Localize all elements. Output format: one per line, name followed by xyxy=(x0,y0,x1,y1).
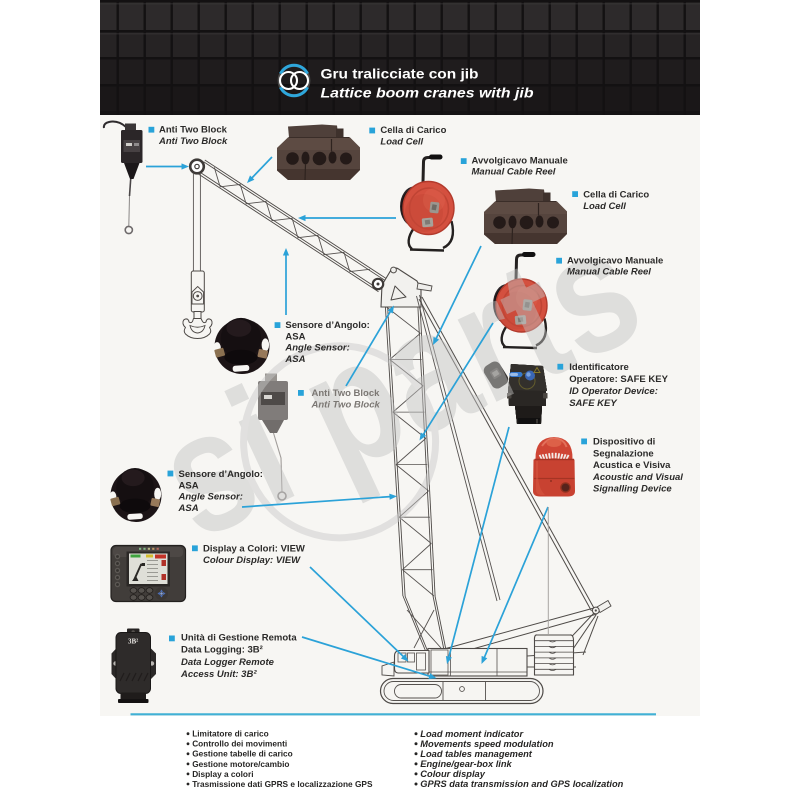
svg-text:Gru tralicciate con jib: Gru tralicciate con jib xyxy=(321,66,479,82)
svg-text:Colour display: Colour display xyxy=(420,769,485,779)
svg-text:SAFE KEY: SAFE KEY xyxy=(569,398,618,409)
svg-text:Anti Two Block: Anti Two Block xyxy=(312,388,381,399)
svg-text:Load moment indicator: Load moment indicator xyxy=(420,729,524,739)
svg-text:Display a Colori: VIEW: Display a Colori: VIEW xyxy=(203,544,305,555)
svg-text:Load Cell: Load Cell xyxy=(380,136,423,147)
svg-text:Anti Two Block: Anti Two Block xyxy=(158,136,228,147)
svg-text:Dispositivo di: Dispositivo di xyxy=(593,437,655,448)
svg-text:Lattice boom cranes with jib: Lattice boom cranes with jib xyxy=(321,85,534,101)
svg-text:Operatore: SAFE KEY: Operatore: SAFE KEY xyxy=(569,374,668,385)
svg-text:Trasmissione dati GPRS e local: Trasmissione dati GPRS e localizzazione … xyxy=(192,779,373,789)
svg-text:Angle Sensor:: Angle Sensor: xyxy=(284,343,349,354)
svg-text:Anti Two Block: Anti Two Block xyxy=(159,125,228,136)
svg-text:Acustica e Visiva: Acustica e Visiva xyxy=(593,460,671,471)
svg-text:GPRS data transmission and GPS: GPRS data transmission and GPS localizat… xyxy=(420,779,623,789)
svg-text:Avvolgicavo Manuale: Avvolgicavo Manuale xyxy=(567,255,663,266)
svg-text:Cella di Carico: Cella di Carico xyxy=(380,125,446,136)
svg-text:Data Logger Remote: Data Logger Remote xyxy=(181,657,275,668)
svg-text:Angle Sensor:: Angle Sensor: xyxy=(178,492,243,503)
svg-text:Display a colori: Display a colori xyxy=(192,769,253,779)
svg-text:Manual Cable Reel: Manual Cable Reel xyxy=(567,267,651,278)
svg-text:Gestione tabelle di carico: Gestione tabelle di carico xyxy=(192,749,293,759)
svg-text:Cella di Carico: Cella di Carico xyxy=(583,190,649,201)
svg-text:3B²: 3B² xyxy=(128,638,138,646)
svg-text:Engine/gear-box link: Engine/gear-box link xyxy=(420,759,512,769)
svg-text:Controllo dei movimenti: Controllo dei movimenti xyxy=(192,739,287,749)
svg-text:Anti Two Block: Anti Two Block xyxy=(311,399,381,410)
svg-text:Movements speed modulation: Movements speed modulation xyxy=(420,739,554,749)
svg-text:Avvolgicavo Manuale: Avvolgicavo Manuale xyxy=(472,155,568,166)
svg-text:Signalling Device: Signalling Device xyxy=(593,484,672,495)
svg-text:Limitatore di carico: Limitatore di carico xyxy=(192,729,269,739)
svg-text:ASA: ASA xyxy=(284,354,305,365)
svg-text:ASA: ASA xyxy=(285,331,305,342)
svg-text:Colour Display: VIEW: Colour Display: VIEW xyxy=(203,555,301,566)
svg-text:Load tables management: Load tables management xyxy=(420,749,532,759)
svg-text:Identificatore: Identificatore xyxy=(569,362,629,373)
svg-text:ASA: ASA xyxy=(179,480,199,491)
svg-text:Sensore d’Angolo:: Sensore d’Angolo: xyxy=(285,320,369,331)
svg-text:Unità di Gestione Remota: Unità di Gestione Remota xyxy=(181,633,297,644)
svg-text:Manual Cable Reel: Manual Cable Reel xyxy=(472,167,556,178)
svg-text:Gestione motore/cambio: Gestione motore/cambio xyxy=(192,759,289,769)
svg-text:Sensore d’Angolo:: Sensore d’Angolo: xyxy=(179,469,263,480)
svg-text:ID Operator Device:: ID Operator Device: xyxy=(569,386,658,397)
svg-text:Access Unit: 3B²: Access Unit: 3B² xyxy=(180,669,257,680)
svg-text:Segnalazione: Segnalazione xyxy=(593,448,654,459)
svg-text:Data Logging: 3B²: Data Logging: 3B² xyxy=(181,645,263,656)
svg-text:ASA: ASA xyxy=(178,503,199,514)
svg-text:Load Cell: Load Cell xyxy=(583,201,626,212)
svg-text:Acoustic and Visual: Acoustic and Visual xyxy=(592,472,683,483)
